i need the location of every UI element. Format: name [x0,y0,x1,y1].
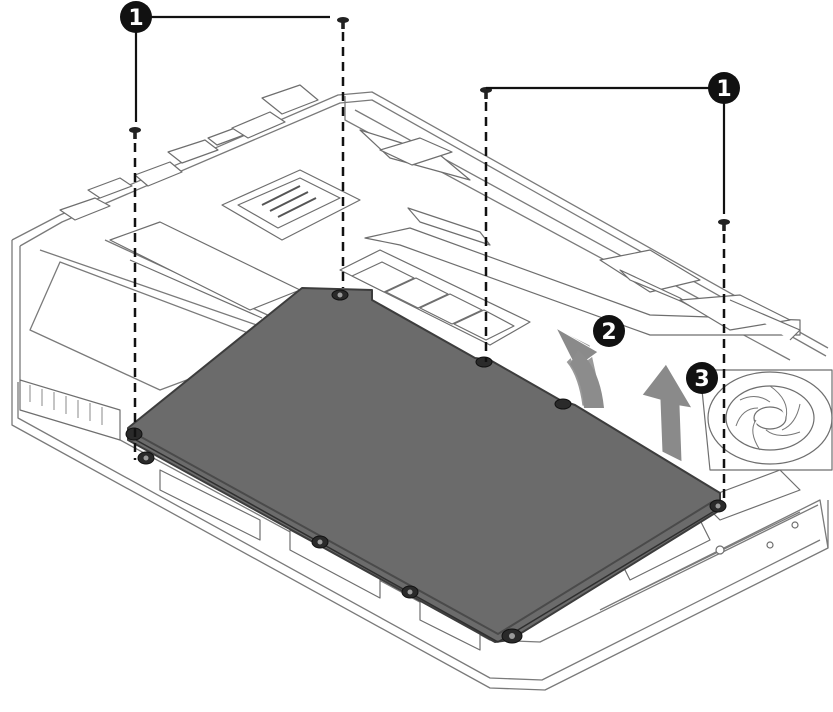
callout-leader-lines [134,15,726,214]
callout-3: 3 [686,362,718,394]
callout-1-right: 1 [708,72,740,104]
callout-1-left: 1 [120,1,152,33]
callout-2: 2 [593,315,625,347]
rotate-arrow-icon [554,326,605,409]
lift-arrow-icon [641,363,693,463]
battery-bottom-edge [135,439,717,643]
screw-alignment-lines [133,32,726,500]
screw-icon[interactable] [337,17,349,29]
callout-number: 1 [716,77,731,102]
battery-pack[interactable] [125,287,727,644]
callout-number: 2 [601,320,616,345]
screw-icon[interactable] [129,127,141,139]
callout-number: 3 [694,367,709,392]
battery-screw-holes [143,292,721,639]
motherboard-components [19,84,833,651]
screw-icon[interactable] [718,219,730,231]
battery-front-edge [131,431,713,636]
battery-body[interactable] [127,287,721,643]
callout-number: 1 [128,6,143,31]
